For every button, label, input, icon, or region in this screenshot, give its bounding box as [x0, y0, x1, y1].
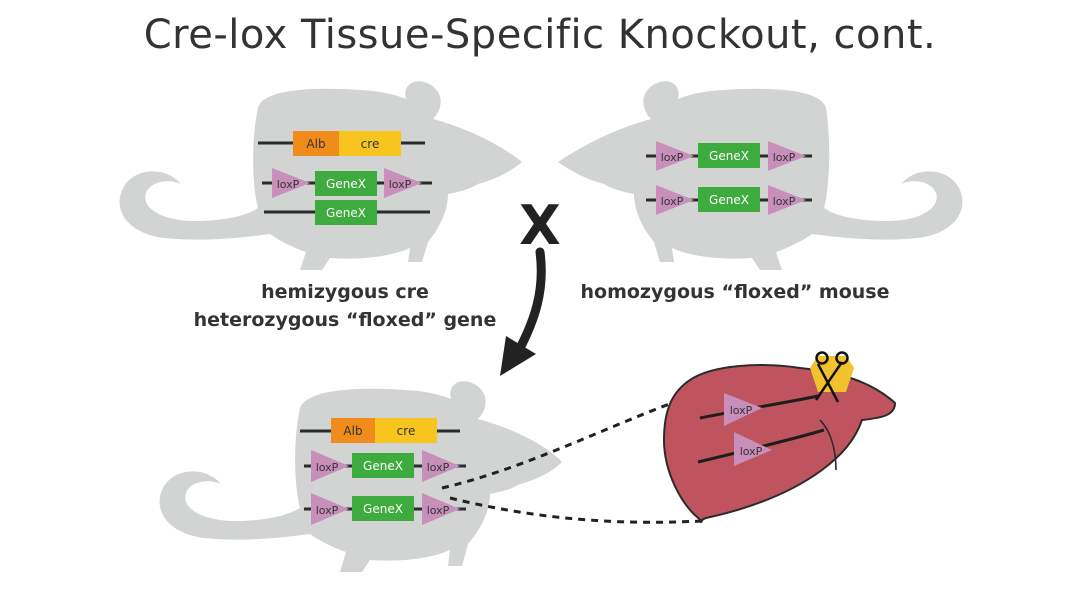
- loxp-label: loxP: [730, 404, 753, 417]
- loxp-site: [656, 141, 694, 171]
- loxp-label: loxP: [661, 195, 684, 208]
- genex-label: GeneX: [326, 206, 366, 220]
- genex-gene: [315, 200, 377, 225]
- caption-line: hemizygous cre: [261, 281, 429, 303]
- genex-label: GeneX: [363, 502, 403, 516]
- loxp-site: [311, 450, 349, 482]
- loxp-site: [422, 493, 460, 525]
- parent-left-caption: hemizygous cre heterozygous “floxed” gen…: [170, 278, 520, 334]
- genex-gene: [698, 143, 760, 168]
- loxp-site: [311, 493, 349, 525]
- loxp-label: loxP: [661, 151, 684, 164]
- loxp-label: loxP: [316, 504, 339, 517]
- genex-label: GeneX: [326, 177, 366, 191]
- loxp-label: loxP: [389, 178, 412, 191]
- cre-label: cre: [361, 137, 380, 151]
- parent-right-caption: homozygous “floxed” mouse: [580, 281, 890, 303]
- arrowhead-icon: [500, 336, 536, 376]
- loxp-label: loxP: [316, 461, 339, 474]
- genex-gene: [352, 453, 414, 478]
- loxp-label: loxP: [427, 461, 450, 474]
- cre-label: cre: [397, 424, 416, 438]
- loxp-label: loxP: [773, 151, 796, 164]
- genex-label: GeneX: [363, 459, 403, 473]
- cre-gene: [339, 131, 401, 156]
- page-title: Cre-lox Tissue-Specific Knockout, cont.: [143, 12, 937, 58]
- genex-gene: [352, 496, 414, 521]
- liver-shape: [662, 364, 897, 524]
- loxp-site: [384, 168, 422, 198]
- loxp-site: [768, 141, 806, 171]
- loxp-label: loxP: [277, 178, 300, 191]
- alb-promoter: [293, 131, 339, 156]
- zoom-lines: [441, 401, 703, 524]
- alb-label: Alb: [343, 424, 362, 438]
- dna-line: [699, 394, 819, 420]
- mouse-silhouette: [558, 81, 963, 270]
- alb-label: Alb: [306, 137, 325, 151]
- loxp-site: [272, 168, 310, 198]
- cross-arrow: [500, 247, 546, 376]
- loxp-label: loxP: [427, 504, 450, 517]
- cre-gene: [375, 418, 437, 443]
- loxp-site: [422, 450, 460, 482]
- liver: loxP loxP: [662, 351, 897, 524]
- genex-label: GeneX: [709, 149, 749, 163]
- loxp-label: loxP: [773, 195, 796, 208]
- cross-symbol: X: [519, 194, 561, 257]
- offspring-mouse: Alb cre loxP GeneX loxP loxP GeneX loxP: [159, 381, 562, 572]
- loxp-label: loxP: [740, 445, 763, 458]
- loxp-site: [768, 185, 806, 215]
- genex-gene: [315, 171, 377, 196]
- parent-mouse-left: Alb cre loxP GeneX loxP GeneX: [119, 81, 522, 270]
- genex-label: GeneX: [709, 193, 749, 207]
- dna-line: [697, 428, 825, 464]
- loxp-site: [734, 432, 772, 466]
- scissors-icon: [814, 351, 849, 403]
- gallbladder: [810, 356, 854, 392]
- genex-gene: [698, 187, 760, 212]
- liver-fold: [819, 419, 837, 471]
- parent-mouse-right: loxP GeneX loxP loxP GeneX loxP: [558, 81, 963, 270]
- loxp-site: [656, 185, 694, 215]
- caption-line: heterozygous “floxed” gene: [193, 309, 497, 331]
- alb-promoter: [331, 418, 375, 443]
- loxp-site: [724, 393, 762, 426]
